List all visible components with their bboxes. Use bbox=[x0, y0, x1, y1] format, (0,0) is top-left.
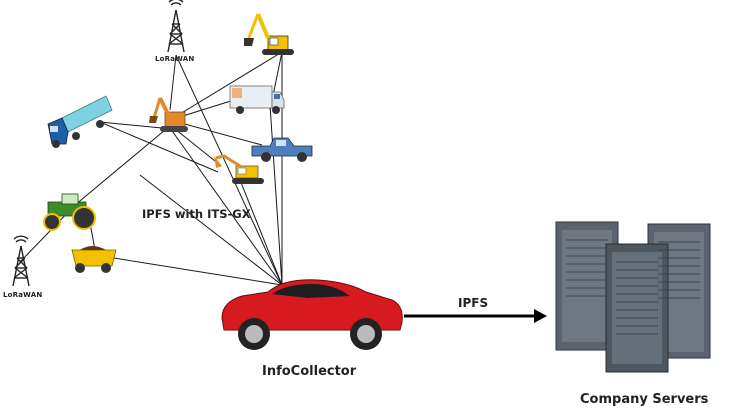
tractor-icon bbox=[43, 193, 96, 231]
line-collector-to-hub bbox=[169, 127, 283, 286]
delivery-van-icon bbox=[229, 85, 285, 114]
orange-excavator-hub-icon bbox=[149, 97, 188, 132]
line-collector-to-dump-truck bbox=[94, 254, 283, 286]
line-collector-to-orange-excavator bbox=[239, 179, 283, 286]
network-label: IPFS with ITS-GX bbox=[142, 207, 251, 221]
lorawan-top-label: LoRaWAN bbox=[155, 55, 195, 63]
lorawan-left-label: LoRaWAN bbox=[3, 291, 43, 299]
line-semi-truck-to-hub bbox=[99, 121, 163, 129]
server-rack-icon bbox=[555, 221, 711, 373]
yellow-excavator-icon bbox=[244, 13, 294, 55]
orange-excavator-icon bbox=[214, 154, 264, 184]
pickup-truck-icon bbox=[251, 137, 313, 162]
server-front bbox=[605, 243, 669, 373]
lorawan-tower-left-icon bbox=[12, 235, 30, 287]
line-top-tower-to-hub bbox=[169, 54, 177, 111]
line-semi-truck-to-orange-excavator bbox=[99, 121, 219, 173]
line-collector-to-van bbox=[269, 104, 283, 286]
car-icon bbox=[221, 279, 403, 350]
lorawan-tower-top-icon bbox=[167, 0, 185, 53]
line-collector-to-top-tower bbox=[175, 54, 283, 286]
semi-truck-icon bbox=[47, 95, 113, 148]
line-hub-to-bulldozer bbox=[169, 51, 283, 121]
server-vents bbox=[566, 239, 700, 335]
dump-truck-icon bbox=[71, 246, 117, 273]
company-servers-label: Company Servers bbox=[580, 392, 709, 407]
line-collector-to-crossing bbox=[139, 174, 283, 286]
ipfs-arrow bbox=[404, 309, 547, 323]
ipfs-link-label: IPFS bbox=[458, 296, 489, 310]
line-hub-to-tractor bbox=[74, 129, 166, 206]
infocollector-label: InfoCollector bbox=[262, 364, 357, 379]
